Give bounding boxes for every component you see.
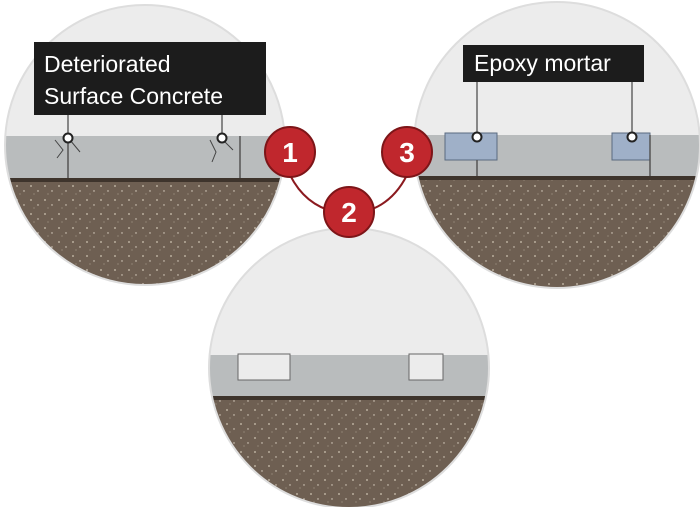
pin-marker [626,131,638,143]
concrete-slab [5,136,285,180]
pin-marker [62,132,74,144]
removed-section [237,353,291,381]
pin-marker [471,131,483,143]
svg-text:1: 1 [282,137,298,168]
step-badge-2: 2 [323,186,375,238]
removed-section [408,353,444,381]
svg-text:2: 2 [341,197,357,228]
deteriorated-label: Deteriorated Surface Concrete [34,42,266,144]
step-badge-1: 1 [264,126,316,178]
step-badge-3: 3 [381,126,433,178]
svg-text:3: 3 [399,137,415,168]
pin-marker [216,132,228,144]
soil-layer [209,398,489,507]
epoxy-label: Epoxy mortar [463,45,644,143]
epoxy-label-text: Epoxy mortar [474,50,611,76]
deteriorated-label-line1: Deteriorated [44,51,171,77]
step2-panel [209,228,489,507]
crack-marks [54,139,234,163]
epoxy-patch [444,132,498,161]
deteriorated-label-line2: Surface Concrete [44,83,223,109]
